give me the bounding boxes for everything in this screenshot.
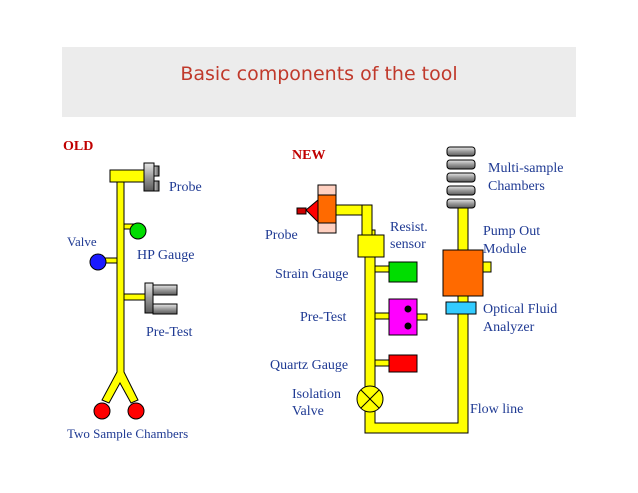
new-label-pre-test: Pre-Test bbox=[300, 310, 347, 325]
old-pretest-body bbox=[144, 282, 154, 314]
old-heading: OLD bbox=[63, 139, 93, 154]
new-strain-gauge bbox=[388, 261, 418, 283]
old-sample-chamber-left bbox=[93, 402, 111, 420]
old-pretest-branch bbox=[123, 293, 147, 301]
title-band bbox=[62, 47, 576, 117]
new-pretest bbox=[388, 298, 418, 336]
new-label-quartz-gauge: Quartz Gauge bbox=[270, 358, 348, 373]
new-label-multi-sample-2: Chambers bbox=[488, 179, 545, 194]
new-label-resist-1: Resist. bbox=[390, 220, 428, 235]
old-tool bbox=[89, 162, 178, 420]
new-multi-sample-chambers bbox=[446, 146, 476, 209]
old-pretest-piston-top bbox=[152, 284, 178, 296]
old-label-pre-test: Pre-Test bbox=[146, 325, 193, 340]
new-label-probe: Probe bbox=[265, 228, 298, 243]
old-label-probe: Probe bbox=[169, 180, 202, 195]
old-main-line bbox=[101, 177, 139, 404]
new-label-isolation-1: Isolation bbox=[292, 387, 341, 402]
new-label-pump-out-2: Module bbox=[483, 242, 527, 257]
new-resistivity-sensor bbox=[357, 234, 385, 258]
old-hp-gauge bbox=[129, 222, 147, 240]
new-label-ofa-1: Optical Fluid bbox=[483, 302, 557, 317]
diagram-title: Basic components of the tool bbox=[180, 63, 458, 85]
new-heading: NEW bbox=[292, 148, 325, 163]
old-probe-bar bbox=[109, 169, 149, 183]
new-label-flow-line: Flow line bbox=[470, 402, 523, 417]
new-quartz-gauge bbox=[388, 354, 418, 373]
old-label-two-sample-chambers: Two Sample Chambers bbox=[67, 426, 188, 441]
new-label-isolation-2: Valve bbox=[292, 404, 324, 419]
old-pretest-piston-bottom bbox=[152, 303, 178, 315]
new-label-multi-sample-1: Multi-sample bbox=[488, 161, 563, 176]
new-probe-tip bbox=[305, 198, 319, 224]
new-label-pump-out-1: Pump Out bbox=[483, 224, 540, 239]
new-label-resist-2: sensor bbox=[390, 237, 426, 252]
old-sample-chamber-right bbox=[127, 402, 145, 420]
old-label-hp-gauge: HP Gauge bbox=[137, 248, 194, 263]
new-tool bbox=[296, 146, 492, 434]
old-valve bbox=[89, 253, 107, 271]
new-label-ofa-2: Analyzer bbox=[483, 320, 535, 335]
new-optical-fluid-analyzer bbox=[445, 301, 477, 315]
old-probe-tip bbox=[153, 165, 160, 177]
old-probe-piston bbox=[143, 162, 155, 192]
old-label-valve: Valve bbox=[67, 234, 97, 249]
new-label-strain-gauge: Strain Gauge bbox=[275, 267, 348, 282]
new-pump-out-module bbox=[442, 249, 484, 297]
